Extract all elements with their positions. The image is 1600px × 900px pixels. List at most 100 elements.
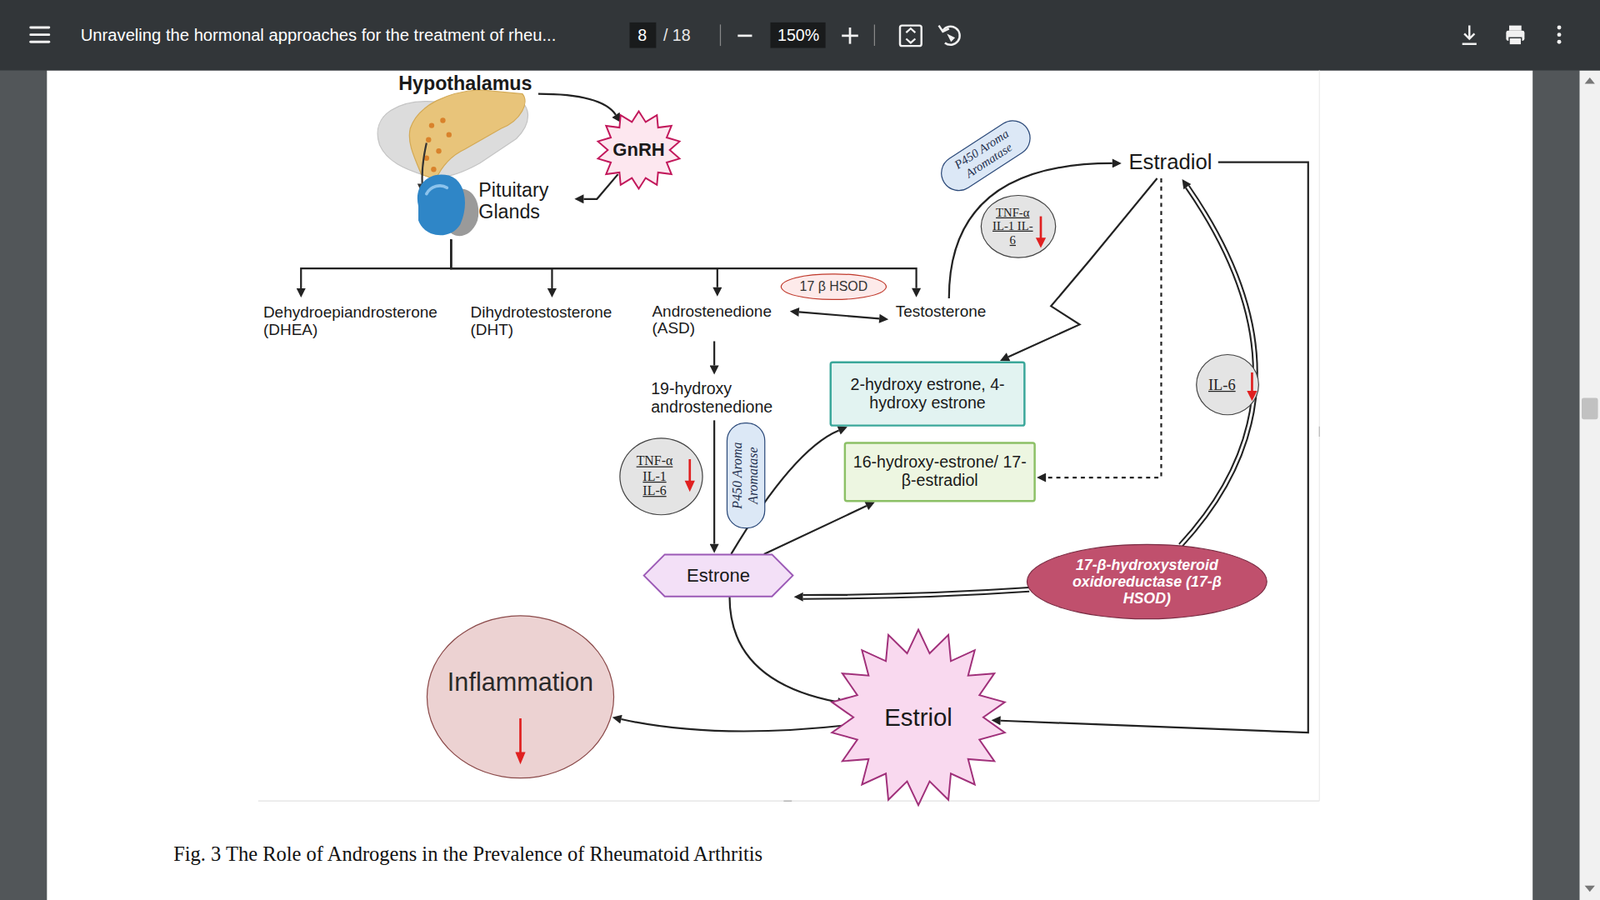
page-number: / 18 bbox=[663, 26, 691, 45]
connector bbox=[714, 340, 715, 365]
text-node: Estradiol bbox=[1122, 145, 1219, 179]
page-number: 8 bbox=[637, 26, 647, 45]
viewer-chrome-part bbox=[1319, 70, 1320, 801]
viewer-chrome-part bbox=[939, 25, 950, 32]
pill-node: P450 Aroma Aromatase bbox=[726, 422, 766, 529]
connector bbox=[450, 239, 552, 289]
grey-node: TNF-α IL-1 IL-6 bbox=[980, 195, 1056, 259]
connector-line bbox=[730, 596, 839, 702]
viewer-chrome-part bbox=[720, 24, 721, 46]
connector bbox=[1045, 178, 1161, 478]
oval-red-node: 17 β HSOD bbox=[780, 273, 887, 301]
connector-line bbox=[1000, 162, 1309, 733]
zoom-level: 150% bbox=[777, 26, 820, 45]
brain-illustration-part bbox=[426, 185, 447, 195]
connector bbox=[450, 239, 718, 288]
brain-illustration-part bbox=[417, 174, 465, 235]
viewer-chrome-part-part bbox=[30, 40, 50, 44]
node-text: P450 Aroma Aromatase bbox=[950, 125, 1022, 185]
connector-line bbox=[1045, 178, 1161, 478]
brain-illustration-part-part bbox=[440, 117, 445, 123]
text-node: Pituitary Glands bbox=[410, 162, 574, 240]
viewer-chrome-part bbox=[630, 22, 657, 49]
viewer-chrome-part bbox=[1509, 25, 1522, 31]
connector-line bbox=[803, 589, 1030, 597]
connector-line bbox=[713, 340, 715, 365]
viewer-chrome-part bbox=[849, 27, 852, 45]
brain-illustration-part-part bbox=[430, 166, 436, 172]
text-node: 19-hydroxy androstenedione bbox=[645, 375, 800, 421]
node-text: Dehydroepiandrosterone (DHEA) bbox=[263, 302, 454, 339]
viewer-chrome-part bbox=[46, 70, 1533, 900]
node-text: 19-hydroxy androstenedione bbox=[650, 380, 794, 417]
node-text: Estradiol bbox=[1128, 150, 1212, 175]
viewer-chrome-part bbox=[1580, 70, 1600, 900]
connector-line-inner bbox=[803, 589, 1030, 597]
viewer-chrome-part bbox=[1581, 398, 1599, 420]
connector bbox=[799, 311, 880, 319]
teal-node: 2-hydroxy estrone, 4-hydroxy estrone bbox=[830, 360, 1026, 426]
node-text: P450 Aroma Aromatase bbox=[730, 437, 761, 514]
node-text: Androstenedione (ASD) bbox=[651, 301, 783, 338]
text-node: Androstenedione (ASD) bbox=[645, 297, 789, 341]
brain-illustration-part bbox=[409, 90, 525, 180]
mag-node: 17-β-hydroxysteroid oxidoreductase (17-β… bbox=[1026, 544, 1268, 620]
node-text: TNF-α IL-1 IL-6 bbox=[992, 205, 1034, 247]
viewer-chrome-part bbox=[1585, 77, 1595, 84]
node-text: TNF-α IL-1 IL-6 bbox=[634, 454, 675, 499]
connector bbox=[1000, 162, 1309, 733]
viewer-chrome-part bbox=[1557, 25, 1562, 30]
viewer-chrome-part bbox=[0, 0, 1600, 70]
viewer-chrome-part bbox=[900, 25, 922, 46]
connector-line bbox=[713, 420, 715, 544]
connector bbox=[300, 239, 451, 289]
connector bbox=[538, 94, 616, 115]
node-text: 2-hydroxy estrone, 4-hydroxy estrone bbox=[841, 375, 1014, 413]
decrease-arrows-part-part bbox=[519, 718, 522, 754]
node-text: Estriol bbox=[884, 703, 953, 731]
node-text: Dihydrotestosterone (DHT) bbox=[470, 302, 630, 339]
connector bbox=[764, 505, 867, 555]
viewer-chrome-part bbox=[770, 22, 825, 49]
connector bbox=[714, 420, 715, 544]
viewer-chrome-part-part bbox=[30, 33, 50, 36]
viewer-chrome-part bbox=[1557, 40, 1562, 45]
connector-line bbox=[764, 505, 867, 555]
brain-illustration-part bbox=[421, 142, 426, 185]
decrease-arrows-part-part bbox=[1040, 216, 1043, 240]
connector bbox=[730, 430, 839, 554]
node-text: 17-β-hydroxysteroid oxidoreductase (17-β… bbox=[1064, 556, 1230, 607]
grey-node: TNF-α IL-1 IL-6 bbox=[619, 437, 703, 515]
viewer-chrome-part bbox=[905, 28, 915, 43]
connector bbox=[803, 589, 1030, 597]
connector-line bbox=[538, 94, 616, 115]
connector-line bbox=[300, 239, 451, 289]
node-text: 17 β HSOD bbox=[800, 279, 869, 295]
viewer-chrome-part bbox=[30, 27, 50, 42]
viewer-chrome-part-part bbox=[30, 26, 50, 30]
infl-node: Inflammation bbox=[426, 615, 615, 779]
viewer-chrome-part bbox=[783, 800, 792, 802]
connector bbox=[583, 174, 618, 200]
connector bbox=[620, 719, 847, 731]
star-outline bbox=[598, 110, 680, 189]
connector bbox=[730, 596, 839, 702]
decrease-arrows-part-part bbox=[688, 459, 691, 482]
node-text: Testosterone bbox=[895, 302, 987, 320]
brain-illustration-part-part bbox=[435, 148, 441, 154]
star-outline bbox=[831, 630, 1005, 806]
viewer-chrome-part bbox=[1319, 426, 1320, 437]
node-text: Estrone bbox=[686, 565, 750, 586]
text-node: Dihydrotestosterone (DHT) bbox=[464, 298, 636, 342]
text-node: Testosterone bbox=[889, 298, 992, 325]
decrease-arrows-part-part bbox=[685, 480, 695, 492]
hex-node: Estrone bbox=[644, 554, 794, 597]
viewer-chrome-part bbox=[258, 800, 1320, 802]
viewer-chrome-part bbox=[946, 33, 955, 42]
